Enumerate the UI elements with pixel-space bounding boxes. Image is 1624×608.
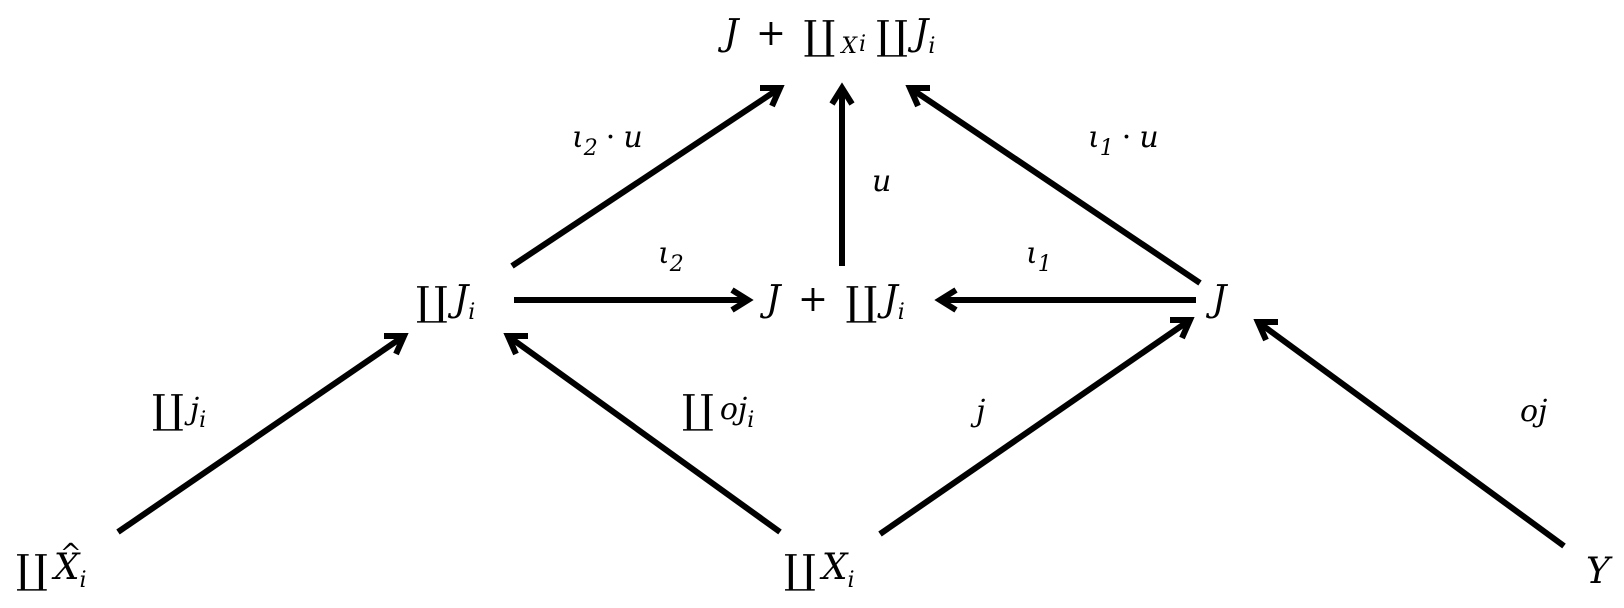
node-bottom-center-coproduct-symbol: ∐ [784,547,816,593]
node-left-mid: ∐Ji [416,280,475,333]
node-center-mid-var: J [883,279,898,320]
node-bottom-left-coproduct-symbol: ∐ [16,547,48,593]
label-iota1-u-var2: u [1139,120,1159,155]
label-iota2-u-index: 2 [583,136,598,161]
label-iota2-u-var2: u [623,120,643,155]
edge-right-mid-to-center-mid [934,287,1196,313]
label-coprod-j-var: j [189,392,200,427]
node-top-coproduct-symbol: ∐ [803,13,836,59]
label-oj: oj [1520,392,1547,432]
node-left-mid-index: i [468,300,476,325]
node-top: J + ∐Xi∐Ji [724,14,935,67]
node-top-plus: + [755,13,787,54]
node-top-coproduct-symbol-2: ∐ [876,13,908,59]
node-right-mid: J [1212,280,1226,320]
edge-bottom-center-to-left-mid [503,333,782,535]
node-bottom-right: Y [1586,552,1610,592]
node-top-index: i [928,34,936,59]
node-center-mid: J + ∐Ji [766,280,905,333]
node-left-mid-var: J [453,279,469,320]
edge-left-mid-to-top [510,85,785,269]
node-bottom-left: ∐Xi [16,534,87,601]
node-center-mid-pre: J [766,279,781,320]
label-iota1: ι1 [1026,234,1052,285]
label-j: j [976,392,985,432]
label-iota1-u-dot: · [1121,120,1132,155]
label-coprod-oj-index: i [747,408,755,433]
node-bottom-right-var: Y [1586,551,1610,592]
node-top-subsubscript: i [859,32,867,57]
label-oj-var: oj [1520,394,1548,429]
label-iota1-u-index: 1 [1099,136,1114,161]
label-coprod-oj-coproduct-symbol: ∐ [682,387,714,433]
label-iota1-var: ι [1026,236,1038,271]
node-right-mid-var: J [1212,279,1227,320]
label-j-var: j [976,394,986,429]
label-iota2-var: ι [658,236,670,271]
node-bottom-center: ∐Xi [784,548,855,601]
label-iota2: ι2 [658,234,684,285]
node-center-mid-index: i [897,300,905,325]
node-left-mid-coproduct-symbol: ∐ [416,279,448,325]
label-coprod-j-coproduct-symbol: ∐ [152,387,184,433]
edge-left-mid-to-center-mid [514,287,754,313]
node-center-mid-coproduct-symbol: ∐ [845,279,878,325]
label-coprod-oj-var: oj [719,392,748,427]
label-iota2-u-dot: · [605,120,616,155]
label-coprod-j-index: i [199,408,207,433]
node-bottom-center-index: i [847,568,855,593]
node-top-var: J [913,13,929,54]
label-iota2-u-var: ι [572,120,584,155]
label-iota2-u: ι2 ·u [572,118,643,169]
node-bottom-left-var-hat: X [54,534,81,588]
node-top-pre: J [724,13,739,54]
label-u: u [872,162,891,202]
label-u-var: u [872,164,892,199]
label-iota2-index: 2 [669,252,684,277]
label-coprod-j: ∐ji [152,390,206,441]
label-iota1-u: ι1 ·u [1088,118,1159,169]
edge-right-mid-to-top [905,85,1202,286]
node-bottom-center-var: X [821,547,848,588]
node-top-subscript: X [841,34,858,59]
edge-bottom-right-to-right-mid [1253,319,1566,549]
edge-bottom-center-to-right-mid [878,317,1195,537]
label-iota1-index: 1 [1037,252,1052,277]
edge-center-mid-to-top [829,82,855,266]
label-coprod-oj: ∐oji [682,390,754,441]
node-bottom-left-index: i [79,568,87,593]
edge-bottom-left-to-left-mid [116,333,409,535]
label-iota1-u-var: ι [1088,120,1100,155]
node-center-mid-plus: + [797,279,829,320]
